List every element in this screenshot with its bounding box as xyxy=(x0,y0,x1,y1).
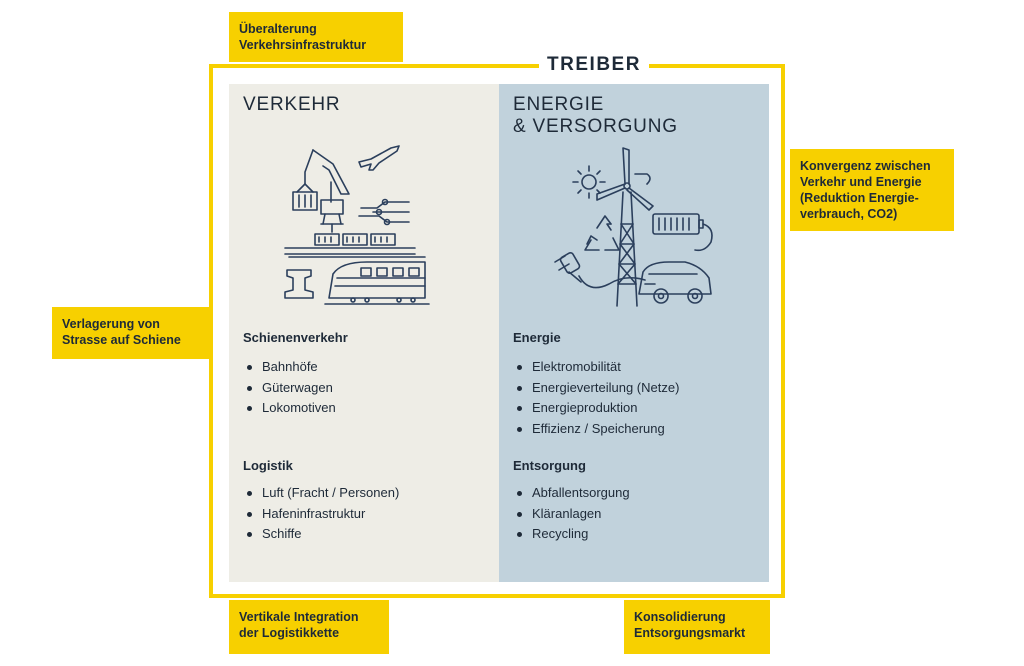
list-item: Elektromobilität xyxy=(513,357,679,378)
frame-title: TREIBER xyxy=(539,52,649,78)
list-energie: Elektromobilität Energieverteilung (Netz… xyxy=(513,357,679,439)
panel-energie: ENERGIE & VERSORGUNG xyxy=(499,84,769,582)
list-item: Güterwagen xyxy=(243,378,336,399)
panel-verkehr: VERKEHR xyxy=(229,84,499,582)
list-item: Effizienz / Speicherung xyxy=(513,419,679,440)
list-item: Recycling xyxy=(513,524,630,545)
panel-title-energie: ENERGIE & VERSORGUNG xyxy=(513,94,678,137)
list-item: Bahnhöfe xyxy=(243,357,336,378)
list-item: Luft (Fracht / Personen) xyxy=(243,483,399,504)
list-item: Schiffe xyxy=(243,524,399,545)
driver-konvergenz: Konvergenz zwischen Verkehr und Energie … xyxy=(790,149,954,231)
list-item: Kläranlagen xyxy=(513,504,630,525)
drivers-frame xyxy=(209,64,785,598)
list-item: Hafeninfrastruktur xyxy=(243,504,399,525)
list-entsorgung: Abfallentsorgung Kläranlagen Recycling xyxy=(513,483,630,545)
driver-ueberalterung: Überalterung Verkehrsinfrastruktur xyxy=(229,12,403,62)
section-title-logistik: Logistik xyxy=(243,458,293,473)
list-logistik: Luft (Fracht / Personen) Hafeninfrastruk… xyxy=(243,483,399,545)
section-title-energie: Energie xyxy=(513,330,561,345)
list-item: Energieverteilung (Netze) xyxy=(513,378,679,399)
section-title-schienenverkehr: Schienenverkehr xyxy=(243,330,348,345)
section-title-entsorgung: Entsorgung xyxy=(513,458,586,473)
energy-icon xyxy=(545,144,721,319)
list-item: Abfallentsorgung xyxy=(513,483,630,504)
transport-icon xyxy=(275,142,435,319)
driver-konsolidierung: Konsolidierung Entsorgungsmarkt xyxy=(624,600,770,654)
driver-verlagerung: Verlagerung von Strasse auf Schiene xyxy=(52,307,210,359)
list-schienenverkehr: Bahnhöfe Güterwagen Lokomotiven xyxy=(243,357,336,419)
list-item: Energieproduktion xyxy=(513,398,679,419)
driver-vertikale-integration: Vertikale Integration der Logistikkette xyxy=(229,600,389,654)
panel-title-verkehr: VERKEHR xyxy=(243,94,341,115)
list-item: Lokomotiven xyxy=(243,398,336,419)
